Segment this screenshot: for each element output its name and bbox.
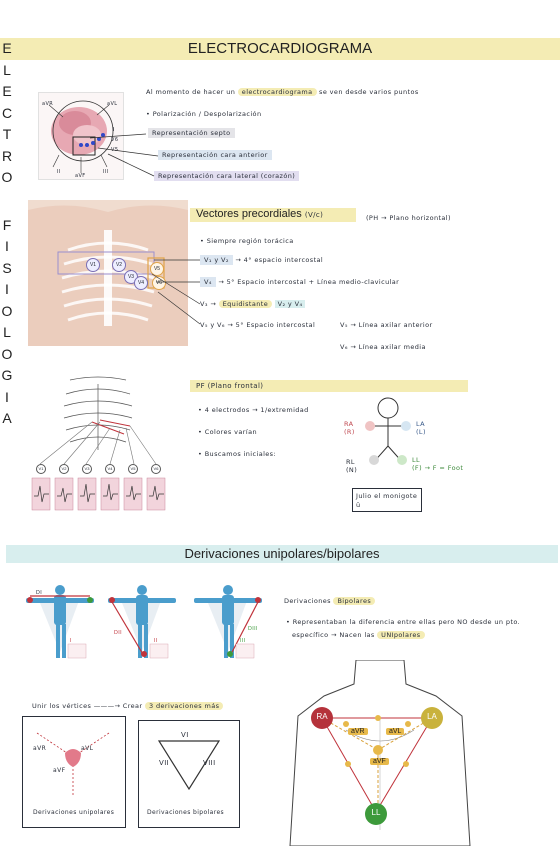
bullet-colores: • Colores varían: [198, 428, 257, 436]
ecg-chest-figure: V1 V2 V3 V4 V5 V6: [30, 370, 166, 512]
vectors-heading: Vectores precordiales (V/c): [196, 208, 324, 220]
unipolar-label-avl: aVL: [81, 745, 94, 752]
bipolar-desc-line1: • Representaban la diferencia entre ella…: [286, 618, 521, 626]
ecg-lead-label: V2: [59, 464, 69, 474]
vertical-letter: T: [2, 126, 12, 142]
title-band: [0, 38, 560, 60]
bipolar-box: VI VII VIII Derivaciones bipolares: [138, 720, 240, 828]
bipolar-desc-line2: específico → Nacen las UNIpolares: [292, 631, 425, 639]
vertical-letter: O: [1, 345, 13, 362]
torso-avr: aVR: [348, 728, 368, 735]
page-title: ELECTROCARDIOGRAMA: [187, 40, 373, 57]
v6-axilar-media: V₆ → Línea axilar media: [340, 343, 426, 351]
chest-electrode: V4: [134, 276, 148, 290]
ecg-lead-label: V1: [36, 464, 46, 474]
rep-septo: Representación septo: [148, 128, 235, 138]
fig-label-diii: DIII: [248, 626, 258, 632]
v5-axilar-anterior: V₅ → Línea axilar anterior: [340, 321, 433, 329]
unipolar-label-avf: aVF: [53, 767, 66, 774]
la-label: LA(L): [416, 420, 426, 436]
rep-lateral: Representación cara lateral (corazón): [154, 171, 300, 181]
vertical-letter: O: [1, 169, 13, 185]
unipolar-label-avr: aVR: [33, 745, 47, 752]
intro-line: Al momento de hacer un electrocardiogram…: [146, 88, 419, 96]
lead-label: V6: [111, 137, 119, 143]
unipolar-box: aVR aVL aVF Derivaciones unipolares: [22, 716, 126, 828]
section1-arrows: [89, 133, 159, 177]
chest-electrode: V6: [152, 276, 166, 290]
fig-label-iii: III: [240, 638, 246, 644]
vertical-letter: G: [1, 367, 13, 383]
vertical-letter: E: [2, 40, 12, 56]
chest-electrode: V2: [112, 258, 126, 272]
vectors-heading-band: [190, 208, 356, 222]
section2-arrows: [151, 259, 201, 325]
ecg-lead-label: V5: [128, 464, 138, 474]
v5v6-row: V₅ y V₆ → 5° Espacio intercostal: [200, 321, 316, 329]
bullet-polarizacion: • Polarización / Despolarización: [146, 110, 262, 118]
bipolar-label-vii: VII: [159, 759, 170, 767]
section-banner-title: Derivaciones unipolares/bipolares: [184, 546, 380, 561]
bipolar-caption: Derivaciones bipolares: [147, 809, 225, 816]
vertical-letter: I: [5, 238, 9, 254]
stick-figure: [365, 397, 411, 465]
lead-label: aVF: [75, 173, 86, 179]
vertical-letter: E: [2, 83, 12, 99]
v1v2-row: V₁ y V₂ → 4° espacio intercostal: [200, 255, 323, 265]
lead-label: II: [57, 169, 61, 175]
bullet-electrodos: • 4 electrodos → 1/extremidad: [198, 406, 309, 414]
torso-figure: RA LA aVR aVL aVF LL: [286, 660, 474, 846]
bullet-iniciales: • Buscamos iniciales:: [198, 450, 277, 458]
section-banner: [6, 545, 558, 563]
lead-label: III: [103, 169, 109, 175]
chest-figure: V1 V2 V3 V4 V5 V6: [28, 200, 188, 346]
plane-horizontal: (PH → Plano horizontal): [366, 214, 451, 222]
torso-la: LA: [427, 712, 437, 721]
vertical-letter: O: [1, 302, 13, 319]
rl-label: RL(N): [346, 458, 358, 474]
ecg-lead-label: V4: [105, 464, 115, 474]
vertical-letter: I: [5, 388, 9, 405]
vertical-letter: C: [1, 104, 13, 121]
heart-leads-figure: aVR aVL I II III aVF V6 V5: [38, 92, 124, 180]
fig-label-i: I: [70, 638, 72, 644]
v3-row: V₃ → Equidistante V₂ y V₄: [200, 300, 306, 308]
vertical-letter: R: [1, 147, 13, 164]
vertical-letter: A: [2, 410, 12, 426]
lead-label: aVL: [107, 101, 118, 107]
torso-ra: RA: [316, 712, 328, 721]
vertical-letter: L: [3, 324, 11, 340]
ra-label: RA(R): [344, 420, 355, 436]
unipolar-caption: Derivaciones unipolares: [33, 809, 115, 816]
vertical-letter: F: [2, 216, 12, 233]
ll-label: LL(F) → F = Foot: [412, 456, 464, 472]
fig-label-ii: II: [154, 638, 158, 644]
vertical-letter: I: [5, 281, 9, 297]
einthoven-figures: DI I DII II DIII III: [14, 582, 270, 668]
lead-label: aVR: [42, 101, 54, 107]
v4-row: V₄ → 5° Espacio intercostal + Línea medi…: [200, 277, 399, 287]
pf-heading: PF (Plano frontal): [196, 382, 264, 390]
highlight-ecg: electrocardiograma: [237, 88, 317, 96]
unir-vertices-line: Unir los vértices ———→ Crear 3 derivacio…: [32, 702, 224, 710]
vertical-letter: L: [3, 61, 11, 78]
vertical-letter: S: [2, 259, 12, 276]
ecg-lead-label: V6: [151, 464, 161, 474]
bipolar-label-vi: VI: [181, 731, 189, 739]
torso-ll: LL: [371, 808, 381, 817]
mnemonic-box: Julio el monigote ü: [352, 488, 422, 512]
fig-label-dii: DII: [114, 630, 122, 636]
bipolar-subheading: Derivaciones Bipolares: [284, 597, 376, 605]
bullet-toracica: • Siempre región torácica: [200, 237, 294, 245]
pf-heading-band: [190, 380, 468, 392]
chest-electrode: V1: [86, 258, 100, 272]
torso-avf: aVF: [370, 758, 389, 765]
ecg-lead-label: V3: [82, 464, 92, 474]
chest-electrode: V5: [150, 262, 164, 276]
torso-avl: aVL: [386, 728, 405, 735]
bipolar-label-viii: VIII: [203, 759, 216, 767]
lead-label: I: [113, 127, 115, 133]
fig-label-di: DI: [36, 590, 43, 596]
rep-anterior: Representación cara anterior: [158, 150, 272, 160]
